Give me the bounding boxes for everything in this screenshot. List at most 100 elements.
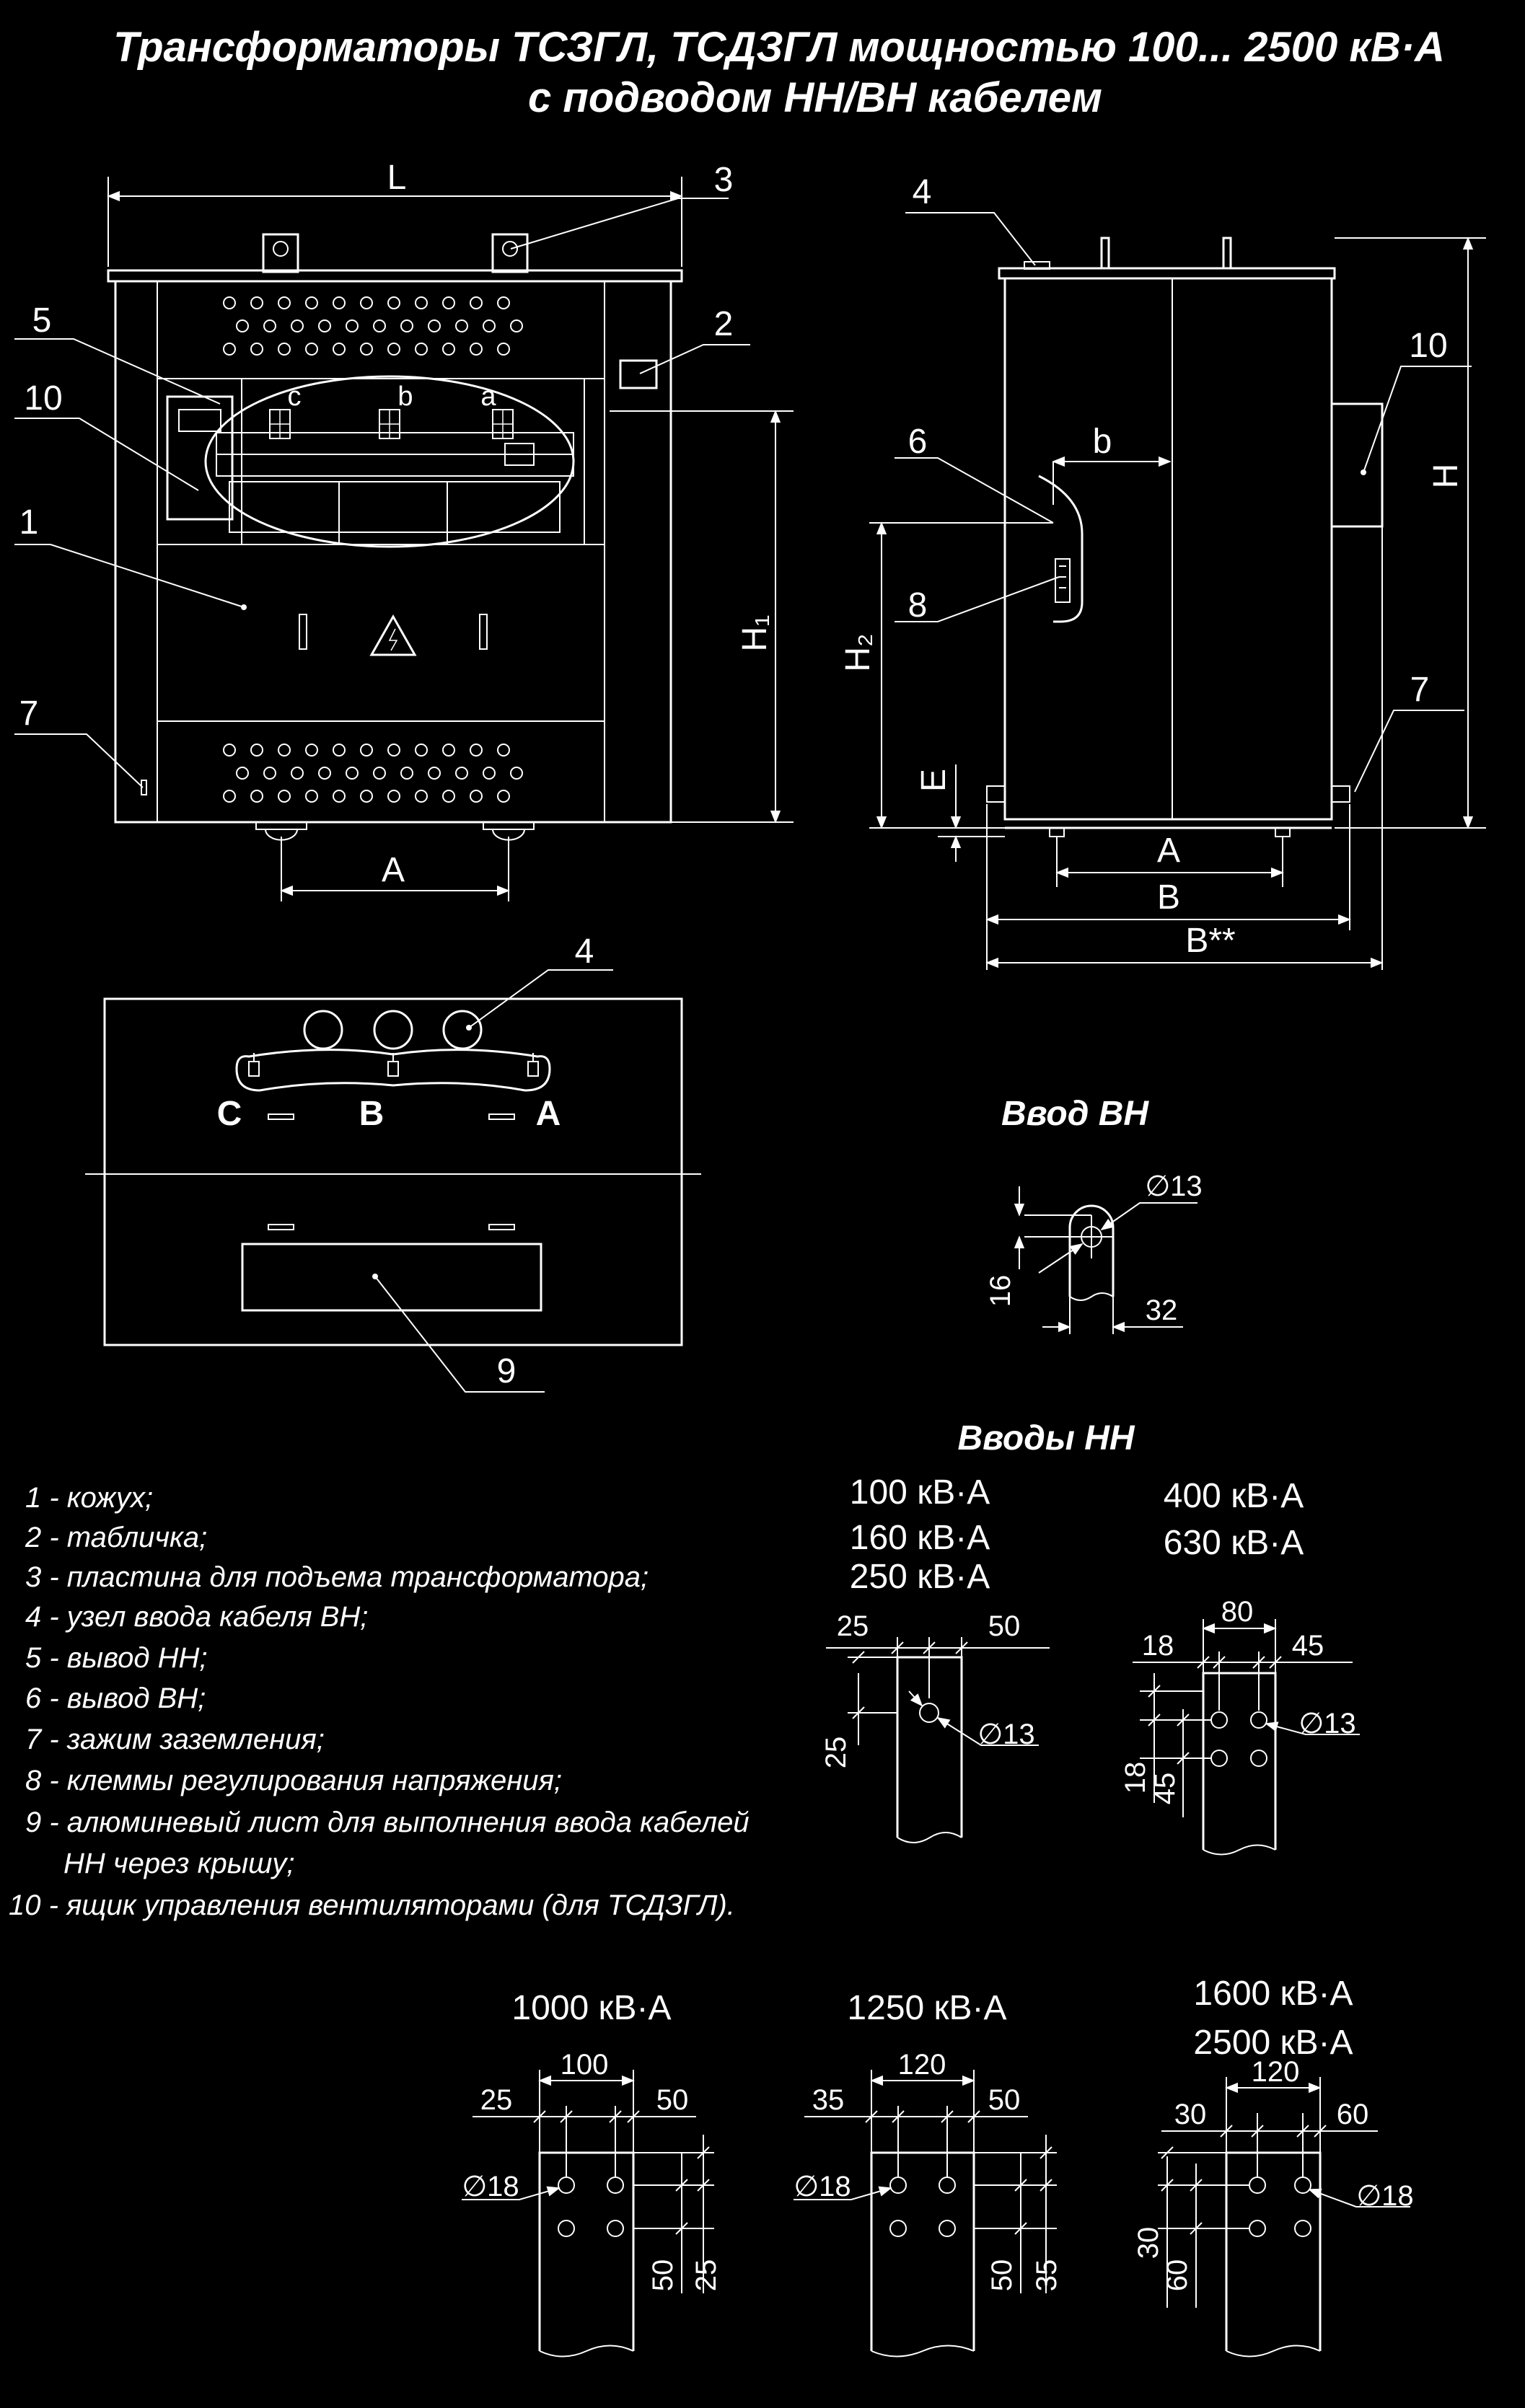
dim-32-label: 32 bbox=[1146, 1295, 1178, 1326]
lv-terminal-detail-100-250: 100 кВ·А 160 кВ·А 250 кВ·А 25 50 25 ∅13 bbox=[820, 1473, 1050, 1843]
vent-hole bbox=[387, 296, 400, 309]
leader-3 bbox=[510, 198, 729, 250]
fan-control-box-side bbox=[1330, 402, 1384, 528]
vent-hole bbox=[497, 790, 510, 803]
legend-item: 3 - пластина для подъема трансформатора; bbox=[25, 1561, 649, 1593]
vent-hole bbox=[415, 296, 428, 309]
busbar-hole bbox=[889, 2220, 907, 2237]
busbar-hole bbox=[558, 2220, 575, 2237]
ground-clamp-right bbox=[1331, 785, 1350, 803]
aluminium-sheet bbox=[241, 1243, 542, 1312]
lv-terminal-c bbox=[269, 409, 291, 439]
vent-hole bbox=[333, 790, 346, 803]
dim-H2-label: H₂ bbox=[839, 633, 877, 671]
vent-hole bbox=[428, 319, 441, 332]
vent-hole bbox=[250, 744, 263, 757]
dim-label: 120 bbox=[898, 2049, 946, 2081]
hole-leader bbox=[794, 2186, 892, 2200]
callout-7: 7 bbox=[19, 694, 39, 733]
phase-C-label: C bbox=[217, 1095, 242, 1133]
leader-9 bbox=[374, 1276, 545, 1393]
dim-label: 25 bbox=[837, 1610, 869, 1642]
vent-hole bbox=[442, 296, 455, 309]
vent-hole bbox=[470, 343, 483, 356]
callout-6: 6 bbox=[908, 423, 928, 461]
leader-10-side bbox=[1363, 366, 1472, 473]
top-handle bbox=[488, 1113, 515, 1120]
dim-E-label: E bbox=[915, 769, 953, 792]
legend: 1 - кожух; 2 - табличка; 3 - пластина дл… bbox=[9, 1482, 750, 1921]
core-outline bbox=[229, 481, 561, 533]
busbar bbox=[538, 2151, 635, 2351]
power-label: 160 кВ·А bbox=[850, 1519, 990, 1557]
fan-control-box bbox=[166, 395, 234, 521]
fan-box-window bbox=[178, 409, 221, 432]
page-title: Трансформаторы ТСЗГЛ, ТСДЗГЛ мощностью 1… bbox=[113, 24, 1445, 121]
legend-item: 5 - вывод НН; bbox=[25, 1642, 207, 1674]
break-line bbox=[871, 2345, 975, 2358]
dim-label: 45 bbox=[1292, 1630, 1324, 1662]
side-view: H H₂ E b A B B** 4 6 8 bbox=[839, 173, 1486, 970]
vent-hole bbox=[510, 319, 523, 332]
legend-item: 7 - зажим заземления; bbox=[25, 1724, 325, 1755]
power-label: 1000 кВ·А bbox=[511, 1989, 671, 2027]
vent-hole bbox=[387, 343, 400, 356]
legend-item: 10 - ящик управления вентиляторами (для … bbox=[9, 1889, 735, 1921]
busbar-hole bbox=[1250, 1750, 1267, 1767]
busbar-hole bbox=[1210, 1750, 1228, 1767]
break-line bbox=[539, 2345, 634, 2358]
hv-gland bbox=[303, 1010, 343, 1050]
vent-hole bbox=[470, 744, 483, 757]
vent-hole bbox=[305, 744, 318, 757]
vent-hole bbox=[250, 343, 263, 356]
dim-label: 25 bbox=[820, 1737, 852, 1769]
hole-leader bbox=[1308, 2188, 1410, 2208]
vent-hole bbox=[497, 343, 510, 356]
vent-hole bbox=[360, 296, 373, 309]
callout-7-side: 7 bbox=[1410, 671, 1430, 709]
leader-6 bbox=[895, 457, 1054, 524]
vent-hole bbox=[278, 744, 291, 757]
dim-label: 60 bbox=[1337, 2099, 1369, 2130]
busbar-hole bbox=[1294, 2177, 1311, 2194]
vent-hole bbox=[483, 767, 496, 780]
title-line-1: Трансформаторы ТСЗГЛ, ТСДЗГЛ мощностью 1… bbox=[113, 24, 1445, 71]
top-lid bbox=[107, 269, 683, 283]
vent-hole bbox=[442, 790, 455, 803]
vent-hole bbox=[333, 343, 346, 356]
hole-label: ∅18 bbox=[794, 2171, 851, 2202]
side-top-lid bbox=[998, 267, 1336, 280]
vent-hole bbox=[387, 744, 400, 757]
leader-7-side bbox=[1354, 710, 1464, 793]
dim-label: 50 bbox=[986, 2259, 1018, 2292]
dim-label: 35 bbox=[812, 2084, 845, 2116]
hole-label: ∅18 bbox=[462, 2171, 519, 2202]
callout-1: 1 bbox=[19, 503, 39, 542]
top-handle bbox=[268, 1224, 294, 1230]
high-voltage-warning-icon bbox=[369, 614, 417, 656]
callout-5: 5 bbox=[32, 301, 52, 340]
vent-hole bbox=[263, 319, 276, 332]
break-line bbox=[1069, 1292, 1114, 1301]
top-handle bbox=[268, 1113, 294, 1120]
busbar-hole bbox=[939, 2177, 956, 2194]
dim-label: 18 bbox=[1142, 1630, 1174, 1662]
vent-hole bbox=[278, 343, 291, 356]
power-label: 100 кВ·А bbox=[850, 1473, 990, 1512]
leader-2 bbox=[639, 344, 750, 374]
dim-A-side-label: A bbox=[1157, 832, 1180, 870]
phase-A-label: A bbox=[536, 1095, 561, 1133]
vent-hole bbox=[250, 296, 263, 309]
legend-item: 1 - кожух; bbox=[25, 1482, 153, 1514]
vent-hole bbox=[373, 767, 386, 780]
dim-label: 60 bbox=[1161, 2259, 1193, 2292]
leader-dot bbox=[241, 604, 247, 610]
leader-10 bbox=[14, 418, 199, 491]
phase-c-label: c bbox=[288, 382, 302, 412]
legend-item: 9 - алюминевый лист для выполнения ввода… bbox=[25, 1807, 750, 1838]
busbar-hole bbox=[607, 2220, 624, 2237]
vent-hole bbox=[497, 296, 510, 309]
vent-hole bbox=[470, 296, 483, 309]
vent-hole bbox=[373, 319, 386, 332]
